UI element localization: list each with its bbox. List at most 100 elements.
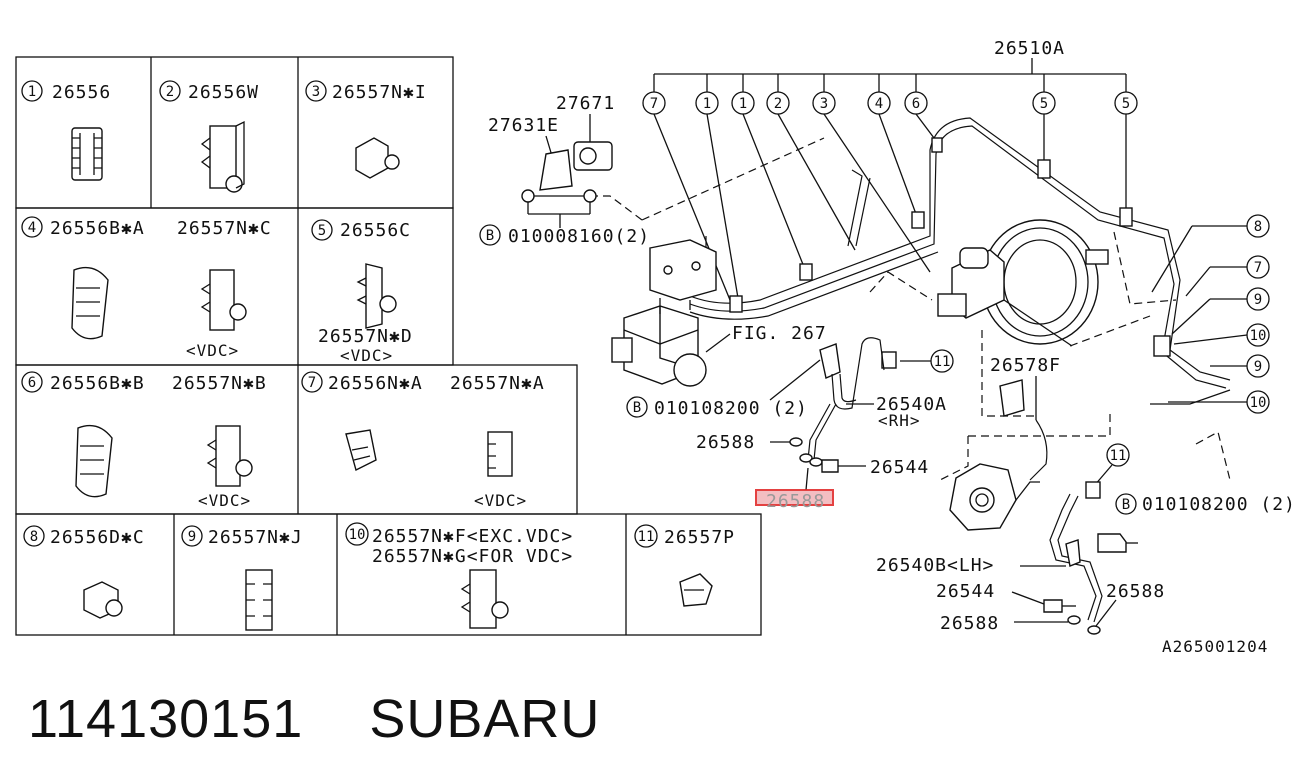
legend-cell-11-num: 11 (638, 529, 655, 545)
svg-text:1: 1 (703, 96, 711, 112)
legend-cell-4-label-b: 26557N✱C (177, 218, 272, 239)
legend-cell-7-note: <VDC> (474, 491, 527, 510)
label-bolt-010108200-b: 010108200 (2) (1142, 494, 1296, 515)
label-26540b-lh: 26540B<LH> (876, 555, 994, 576)
label-26578f: 26578F (990, 355, 1061, 376)
legend-cell-1: 1 26556 (21, 80, 111, 181)
top-label: 26510A (994, 38, 1065, 59)
callout-top-4: 2 (766, 91, 790, 115)
label-27671: 27671 (556, 93, 615, 114)
svg-text:11: 11 (934, 354, 951, 370)
legend-cell-4-note: <VDC> (186, 341, 239, 360)
label-bolt-010108200-a: 010108200 (2) (654, 398, 808, 419)
caliper-assembly: 26578F (949, 355, 1061, 531)
legend-cell-6-num: 6 (28, 375, 36, 391)
label-26540a: 26540A (876, 394, 947, 415)
brake-booster (937, 219, 1109, 347)
clip-icon (200, 269, 247, 331)
legend-cell-2-label: 26556W (188, 82, 259, 103)
legend-cell-3-label: 26557N✱I (332, 82, 427, 103)
clip-icon (345, 429, 377, 472)
clip-icon (83, 581, 123, 619)
label-fig-267: FIG. 267 (732, 323, 827, 344)
highlighted-part-26588[interactable] (755, 489, 834, 506)
legend-cell-10-label-a: 26557N✱F<EXC.VDC> (372, 526, 573, 547)
legend-grid (15, 56, 762, 636)
brake-line-assembly: 26510A 7 1 1 2 (479, 38, 1296, 656)
legend-cell-5-note: <VDC> (340, 346, 393, 365)
svg-text:3: 3 (820, 96, 828, 112)
clip-icon (679, 573, 713, 607)
legend-cell-10-label-b: 26557N✱G<FOR VDC> (372, 546, 573, 567)
label-26544-a: 26544 (870, 457, 929, 478)
legend-cell-4-label-a: 26556B✱A (50, 218, 145, 239)
svg-text:5: 5 (1040, 96, 1048, 112)
svg-text:11: 11 (1110, 448, 1127, 464)
callout-right-3: 9 (1171, 287, 1270, 335)
brand-name: SUBARU (369, 689, 601, 749)
legend-cell-10: 10 26557N✱F<EXC.VDC> 26557N✱G<FOR VDC> (345, 522, 573, 629)
svg-text:6: 6 (912, 96, 920, 112)
callout-top-3: 1 (731, 91, 755, 115)
legend-cell-9: 9 26557N✱J (181, 525, 303, 631)
callout-right-6: 10 (1168, 390, 1270, 414)
brake-hose-rh: B 010108200 (2) 26540A <RH> 26588 26544 … (626, 337, 947, 512)
footer: 114130151 SUBARU (28, 688, 650, 750)
callout-right-5: 9 (1210, 354, 1270, 378)
label-26588-b: 26588 (1106, 581, 1165, 602)
clip-icon (356, 263, 397, 329)
hydraulic-unit: FIG. 267 (611, 239, 827, 387)
legend-cell-1-label: 26556 (52, 82, 111, 103)
callout-mid-1: 11 (881, 349, 954, 373)
callout-top-9: 5 (1114, 91, 1138, 115)
callout-right-2: 7 (1185, 255, 1270, 297)
clip-icon (71, 127, 103, 181)
legend-cell-7-label-b: 26557N✱A (450, 373, 545, 394)
legend-cell-5-num: 5 (318, 223, 326, 239)
callout-mid-2: 11 (1085, 443, 1130, 499)
legend-cell-10-num: 10 (349, 527, 366, 543)
legend-cell-8-num: 8 (30, 529, 38, 545)
clip-icon (487, 431, 513, 477)
callout-top-7: 6 (904, 91, 928, 115)
clip-icon (75, 424, 113, 498)
callout-top-5: 3 (812, 91, 836, 115)
legend-cell-11-label: 26557P (664, 527, 735, 548)
callout-top-1: 7 (642, 91, 666, 115)
callout-top-leaders (653, 113, 1127, 301)
label-26544-b: 26544 (936, 581, 995, 602)
svg-text:10: 10 (1250, 395, 1267, 411)
legend-cell-3-num: 3 (312, 84, 320, 100)
legend-cell-2: 2 26556W (159, 80, 259, 193)
legend-cell-8: 8 26556D✱C (23, 525, 144, 619)
clip-icon (200, 120, 245, 193)
svg-text:9: 9 (1254, 292, 1262, 308)
label-26588-a: 26588 (696, 432, 755, 453)
legend-cell-2-num: 2 (166, 84, 174, 100)
svg-text:7: 7 (650, 96, 658, 112)
label-bolt-010008160: 010008160(2) (508, 226, 650, 247)
clip-icon (206, 425, 253, 487)
legend-cell-6-label-b: 26557N✱B (172, 373, 267, 394)
legend-cell-4: 4 26556B✱A 26557N✱C <VDC> (21, 216, 272, 360)
svg-text:5: 5 (1122, 96, 1130, 112)
svg-text:7: 7 (1254, 260, 1262, 276)
svg-text:1: 1 (739, 96, 747, 112)
svg-text:4: 4 (875, 96, 883, 112)
legend-cell-5: 5 26556C 26557N✱D <VDC> (311, 219, 412, 365)
svg-text:2: 2 (774, 96, 782, 112)
callout-top-2: 1 (695, 91, 719, 115)
legend-cell-9-num: 9 (188, 529, 196, 545)
b-marker-3: B (1122, 497, 1130, 513)
label-rh: <RH> (878, 411, 921, 430)
label-26588-highlighted: 26588 (766, 491, 825, 512)
svg-text:8: 8 (1254, 219, 1262, 235)
legend-cell-9-label: 26557N✱J (208, 527, 303, 548)
svg-text:9: 9 (1254, 359, 1262, 375)
brake-pipes (689, 117, 1231, 405)
clip-icon (355, 137, 400, 179)
callout-top-8: 5 (1032, 91, 1056, 115)
brake-hose-lh: B 010108200 (2) 26540B<LH> 26544 26588 2… (876, 493, 1296, 635)
legend-cell-4-num: 4 (28, 220, 36, 236)
